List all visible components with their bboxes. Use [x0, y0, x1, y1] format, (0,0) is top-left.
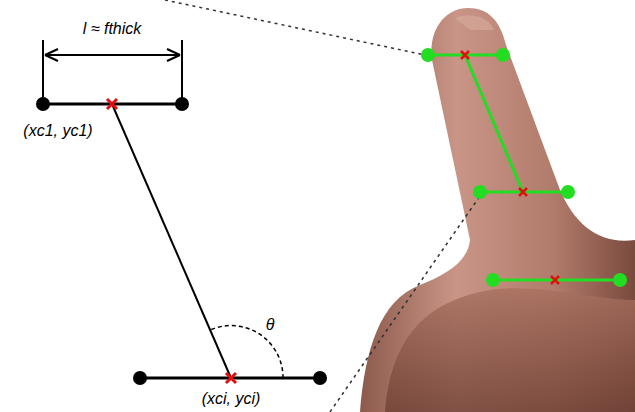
- dimension-marker: [43, 40, 182, 100]
- segment-endpoints: [36, 97, 327, 385]
- zoom-line: [330, 196, 480, 412]
- green-endpoints: [421, 48, 627, 287]
- zoom-line: [165, 0, 425, 55]
- finger-photo: [360, 8, 635, 412]
- midpoint-marks: [461, 51, 559, 284]
- coordinate-label: (xc1, yc1): [23, 122, 92, 140]
- finger-segments: [428, 55, 620, 280]
- midpoint-marks: [107, 99, 236, 383]
- angle-arc: [210, 326, 283, 378]
- schematic-segments: [43, 104, 320, 378]
- dimension-label: l ≈ fthick: [83, 20, 142, 38]
- palm-photo: [385, 288, 635, 412]
- coordinate-label: (xci, yci): [202, 390, 261, 408]
- angle-label: θ: [266, 316, 275, 334]
- fingernail-highlight: [455, 15, 494, 30]
